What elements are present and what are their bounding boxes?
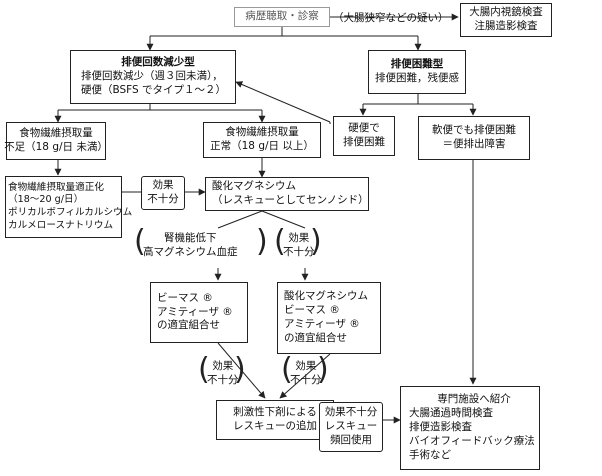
rescue-frequent-line-3: 頻回使用 xyxy=(330,433,372,446)
fiber-normal-box: 食物繊維摂取量 正常（18 g/日 以上） xyxy=(203,122,321,158)
stimulant-line-1: 刺激性下剤による xyxy=(233,406,317,419)
effect4-bracket-left: ( xyxy=(281,352,293,387)
effect-insufficient-label-2: 効果 不十分 xyxy=(283,232,315,260)
specialist-item-2: 排便造影検査 xyxy=(409,421,472,434)
renal-label: 腎機能低下 高マグネシウム血症 xyxy=(143,232,238,260)
fiber-optimization-line-3: ポリカルボフィルカルシウム xyxy=(8,207,133,218)
effect-insufficient-1-line-1: 効果 xyxy=(152,179,174,192)
effect-insufficient-box-1: 効果 不十分 xyxy=(141,176,185,210)
soft-stool-line-1: 軟便でも排便困難 xyxy=(432,124,516,137)
soft-stool-line-2: ＝便排出障害 xyxy=(442,138,506,150)
effect-insufficient-label-3: 効果 不十分 xyxy=(207,360,239,388)
reduced-frequency-line-2: 硬便（BSFS でタイプ１～２） xyxy=(81,83,227,96)
combo-right-line-4: の適宜組合せ xyxy=(284,331,347,344)
effect-insufficient-label-4: 効果 不十分 xyxy=(290,360,322,388)
effect2-bracket-left: ( xyxy=(274,224,286,259)
barium-enema-label: 注腸造影検査 xyxy=(474,20,538,32)
specialist-item-3: バイオフィードバック療法 xyxy=(409,434,535,447)
fiber-optimization-box: 食物繊維摂取量適正化 （18～20 g/日） ポリカルボフィルカルシウム カルメ… xyxy=(5,176,133,238)
renal-bracket-left: ( xyxy=(134,224,146,259)
magnesium-oxide-box: 酸化マグネシウム （レスキューとしてセンノシド） xyxy=(205,177,369,211)
combo-right-box: 酸化マグネシウム ビーマス ® アミティーザ ® の適宜組合せ xyxy=(277,282,381,354)
combo-right-line-2: ビーマス ® xyxy=(284,304,340,317)
combo-right-line-3: アミティーザ ® xyxy=(284,318,360,330)
effect-insufficient-1-line-2: 不十分 xyxy=(147,193,179,205)
specialist-item-4: 手術など xyxy=(409,448,451,461)
combo-left-line-1: ビーマス ® xyxy=(157,291,213,304)
colonoscopy-label: 大腸内視鏡検査 xyxy=(469,6,543,19)
renal-line-2: 高マグネシウム血症 xyxy=(143,245,238,258)
rescue-frequent-line-1: 効果不十分 xyxy=(324,406,378,419)
effect-insufficient-3-line-2: 不十分 xyxy=(207,373,239,386)
effect3-bracket-left: ( xyxy=(198,352,210,387)
magnesium-oxide-line-2: （レスキューとしてセンノシド） xyxy=(212,194,369,206)
specialist-title: 専門施設へ紹介 xyxy=(437,393,511,406)
colon-tests-box: 大腸内視鏡検査 注腸造影検査 xyxy=(460,3,552,37)
effect-insufficient-4-line-2: 不十分 xyxy=(290,373,322,386)
renal-line-1: 腎機能低下 xyxy=(164,232,217,244)
specialist-item-1: 大腸通過時間検査 xyxy=(409,407,493,420)
rescue-frequent-box: 効果不十分 レスキュー 頻回使用 xyxy=(319,402,383,452)
fiber-insufficient-line-2: 不足（18 g/日 未満） xyxy=(4,141,108,153)
effect4-bracket-right: ) xyxy=(317,352,329,387)
renal-bracket-right: ) xyxy=(256,224,268,259)
fiber-insufficient-box: 食物繊維摂取量 不足（18 g/日 未満） xyxy=(4,122,108,160)
reduced-frequency-title: 排便回数減少型 xyxy=(121,56,195,69)
combo-left-line-2: アミティーザ ® xyxy=(157,305,233,318)
effect-insufficient-2-line-1: 効果 xyxy=(288,232,310,244)
magnesium-oxide-line-1: 酸化マグネシウム xyxy=(212,180,296,193)
effect3-bracket-right: ) xyxy=(234,352,246,387)
effect-insufficient-4-line-1: 効果 xyxy=(295,360,317,372)
fiber-optimization-line-4: カルメロースナトリウム xyxy=(8,219,114,231)
specialist-referral-box: 専門施設へ紹介 大腸通過時間検査 排便造影検査 バイオフィードバック療法 手術な… xyxy=(400,386,540,470)
fiber-optimization-line-2: （18～20 g/日） xyxy=(8,194,84,206)
stimulant-laxative-box: 刺激性下剤による レスキューの追加 xyxy=(216,400,334,440)
combo-left-line-3: の適宜組合せ xyxy=(157,319,220,332)
defecation-difficulty-type-box: 排便困難型 排便困難，残便感 xyxy=(368,50,466,94)
fiber-normal-line-2: 正常（18 g/日 以上） xyxy=(210,140,314,152)
defecation-difficulty-line: 排便困難，残便感 xyxy=(375,72,459,84)
combo-right-line-1: 酸化マグネシウム xyxy=(284,290,368,303)
hard-stool-line-2: 排便困難 xyxy=(343,136,385,148)
fiber-insufficient-line-1: 食物繊維摂取量 xyxy=(19,127,93,140)
reduced-frequency-line-1: 排便回数減少（週３回未満）， xyxy=(81,70,223,83)
combo-left-box: ビーマス ® アミティーザ ® の適宜組合せ xyxy=(150,282,248,343)
defecation-difficulty-title: 排便困難型 xyxy=(390,58,444,71)
hard-stool-box: 硬便で 排便困難 xyxy=(333,116,395,156)
history-exam-box: 病歴聴取・診察 xyxy=(234,7,330,27)
stimulant-line-2: レスキューの追加 xyxy=(233,420,317,432)
effect2-bracket-right: ) xyxy=(310,224,322,259)
suspicion-label: （大腸狭窄などの疑い） xyxy=(333,12,449,24)
soft-stool-box: 軟便でも排便困難 ＝便排出障害 xyxy=(418,116,530,160)
hard-stool-line-1: 硬便で xyxy=(348,122,380,135)
fiber-normal-line-1: 食物繊維摂取量 xyxy=(225,126,299,139)
reduced-frequency-type-box: 排便回数減少型 排便回数減少（週３回未満）， 硬便（BSFS でタイプ１～２） xyxy=(70,50,236,104)
effect-insufficient-2-line-2: 不十分 xyxy=(283,245,315,258)
rescue-frequent-line-2: レスキュー xyxy=(324,420,378,433)
effect-insufficient-3-line-1: 効果 xyxy=(212,360,234,372)
fiber-optimization-line-1: 食物繊維摂取量適正化 xyxy=(8,181,104,193)
history-exam-label: 病歴聴取・診察 xyxy=(245,10,319,23)
